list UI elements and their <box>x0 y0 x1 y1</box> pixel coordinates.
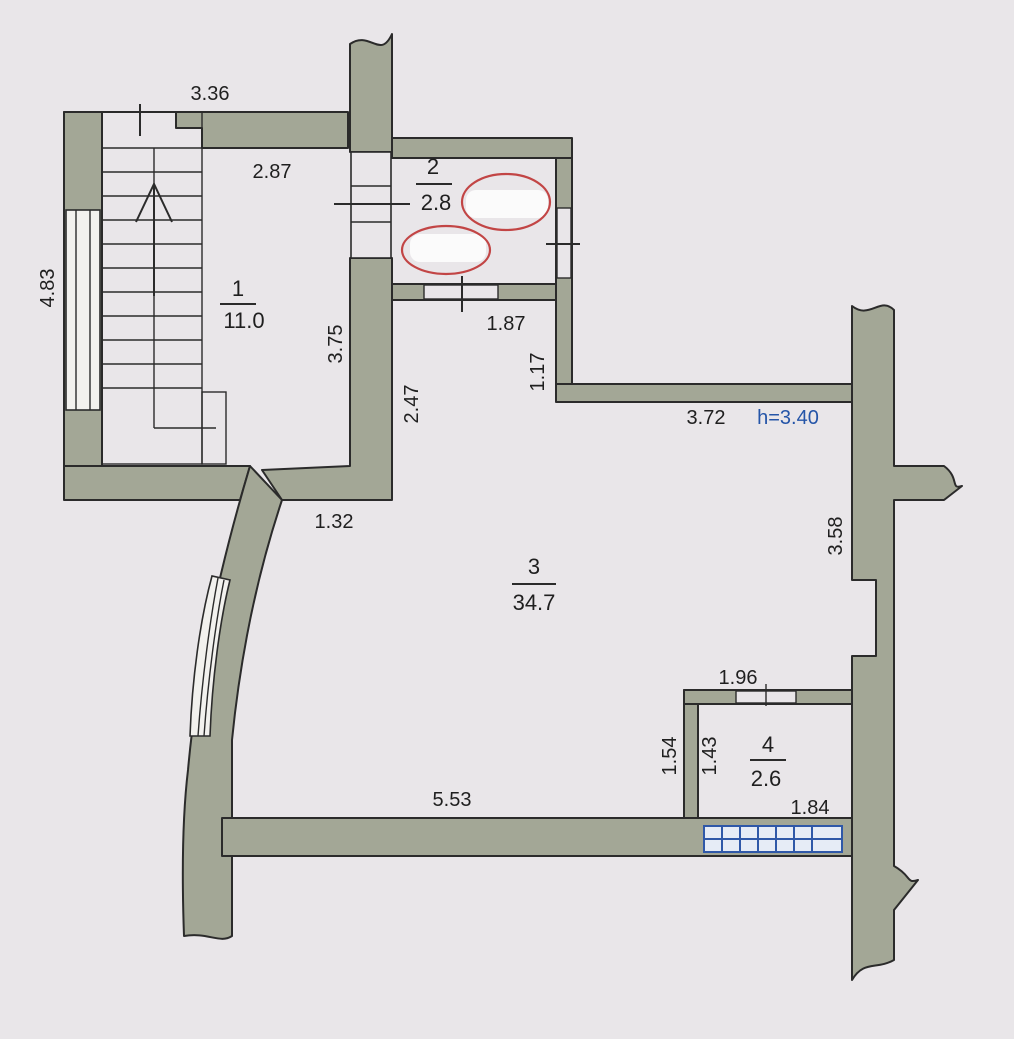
staircase <box>101 104 227 465</box>
dim-1-87: 1.87 <box>487 313 526 335</box>
windows <box>65 209 231 737</box>
room4-area: 2.6 <box>751 766 782 791</box>
room1-number: 1 <box>232 276 244 301</box>
dim-3-75: 3.75 <box>325 325 347 364</box>
dim-1-32: 1.32 <box>315 511 354 533</box>
room1-area: 11.0 <box>223 308 264 333</box>
room2-number: 2 <box>427 154 439 179</box>
dimension-labels: 3.36 2.87 4.83 3.75 1.87 1.17 2.47 3.72 … <box>37 83 847 819</box>
dim-1-84: 1.84 <box>791 797 830 819</box>
dim-2-87: 2.87 <box>253 161 292 183</box>
stair-up-arrow-icon <box>135 181 173 296</box>
dim-1-17: 1.17 <box>527 353 549 392</box>
dim-3-72: 3.72 <box>687 407 726 429</box>
dim-1-43: 1.43 <box>699 737 721 776</box>
wall-center-lower <box>261 257 393 501</box>
window-room1 <box>65 209 101 411</box>
dim-3-58: 3.58 <box>825 517 847 556</box>
vent-grille <box>703 825 843 853</box>
wall-center-vertical <box>349 33 393 153</box>
room4-number: 4 <box>762 732 774 757</box>
redacted-marks <box>400 172 552 276</box>
wall-room1-top <box>63 111 349 149</box>
staircase-outline <box>101 111 203 465</box>
ceiling-height-label: h=3.40 <box>757 407 819 429</box>
dim-4-83: 4.83 <box>37 269 59 308</box>
room-labels: 1 11.0 2 2.8 3 34.7 4 2.6 <box>220 154 786 791</box>
wall-room4-left <box>683 689 699 819</box>
dim-5-53: 5.53 <box>433 789 472 811</box>
dim-1-54: 1.54 <box>659 737 681 776</box>
room2-area: 2.8 <box>421 190 452 215</box>
walls <box>63 33 963 981</box>
dim-3-36: 3.36 <box>191 83 230 105</box>
wall-room1-bottom <box>63 465 251 501</box>
dim-1-96: 1.96 <box>719 667 758 689</box>
dim-2-47: 2.47 <box>401 385 423 424</box>
room3-area: 34.7 <box>513 590 556 615</box>
wall-room2-top <box>391 137 573 159</box>
wall-corridor <box>555 383 853 403</box>
door-openings <box>334 151 797 706</box>
wall-right-exterior <box>851 304 963 981</box>
wall-bottom <box>221 817 853 857</box>
room3-number: 3 <box>528 554 540 579</box>
window-bay <box>189 575 231 737</box>
